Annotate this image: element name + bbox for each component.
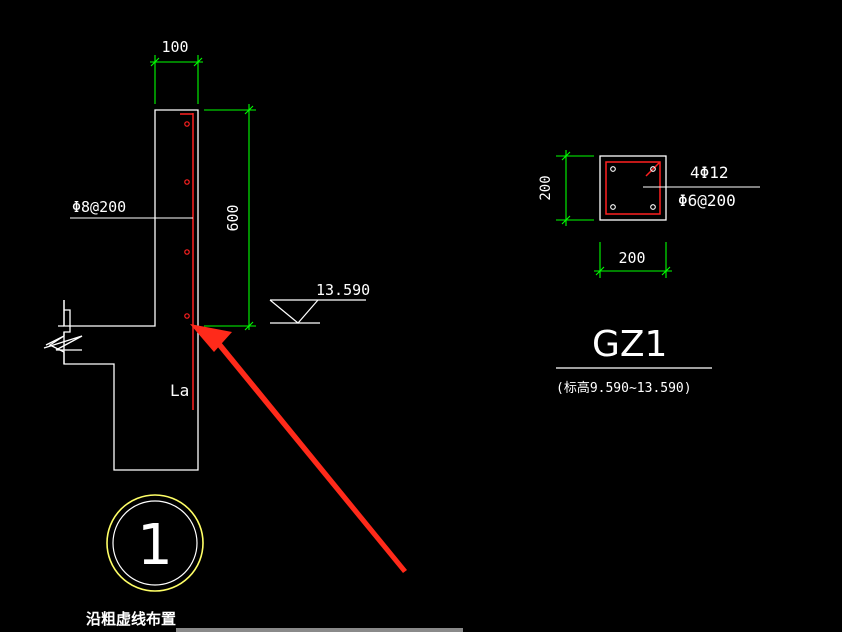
rebar-dots: [184, 121, 190, 319]
column-elevation-range: (标高9.590~13.590): [556, 380, 692, 396]
elevation-label: 13.590: [316, 281, 370, 299]
slab-break-symbol: [43, 335, 83, 351]
column-outline: [599, 155, 667, 221]
section-marker-outer-circle: [106, 494, 204, 592]
column-bar: [650, 166, 656, 172]
main-bars-label: 4Φ12: [690, 163, 729, 182]
column-width-dimension: [594, 242, 672, 278]
rebar-dot: [184, 179, 190, 185]
rebar-dot: [184, 121, 190, 127]
height-dimension-label: 600: [224, 204, 242, 231]
section-marker-number: 1: [137, 513, 173, 578]
section-marker-caption: 沿粗虚线布置: [86, 610, 176, 628]
column-name: GZ1: [592, 324, 667, 365]
elevation-marker: [269, 299, 366, 324]
column-stirrup: [605, 161, 661, 215]
column-bars: [610, 166, 656, 210]
column-stirrup-hook: [645, 161, 661, 177]
column-width-dimension-label: 200: [618, 249, 645, 267]
section-marker-inner-circle: [112, 500, 198, 586]
wall-outline: [63, 109, 199, 471]
section-marker: 1 沿粗虚线布置: [86, 494, 204, 628]
arrow-shaft: [212, 336, 407, 573]
column-bar: [650, 204, 656, 210]
column-height-dimension: [556, 150, 594, 226]
rebar-dot: [184, 313, 190, 319]
width-dimension: [150, 55, 203, 104]
rebar-dot: [184, 249, 190, 255]
stirrup-label: Φ8@200: [72, 198, 126, 216]
wall-detail: 100 600 Φ8@200 13.590 La: [43, 38, 370, 471]
column-bar: [610, 166, 616, 172]
column-bar: [610, 204, 616, 210]
column-height-dimension-label: 200: [538, 175, 554, 200]
horizontal-scrollbar-thumb[interactable]: [176, 628, 463, 632]
break-line: [45, 300, 65, 364]
annotation-arrow: [190, 324, 407, 573]
column-section: 4Φ12 Φ6@200 200 200 GZ1 (标高9.590~13.590): [538, 150, 760, 396]
anchor-length-label: La: [170, 381, 189, 400]
width-dimension-label: 100: [161, 38, 188, 56]
arrow-head: [190, 324, 232, 352]
height-dimension: [204, 104, 256, 331]
column-stirrup-label: Φ6@200: [678, 191, 736, 210]
